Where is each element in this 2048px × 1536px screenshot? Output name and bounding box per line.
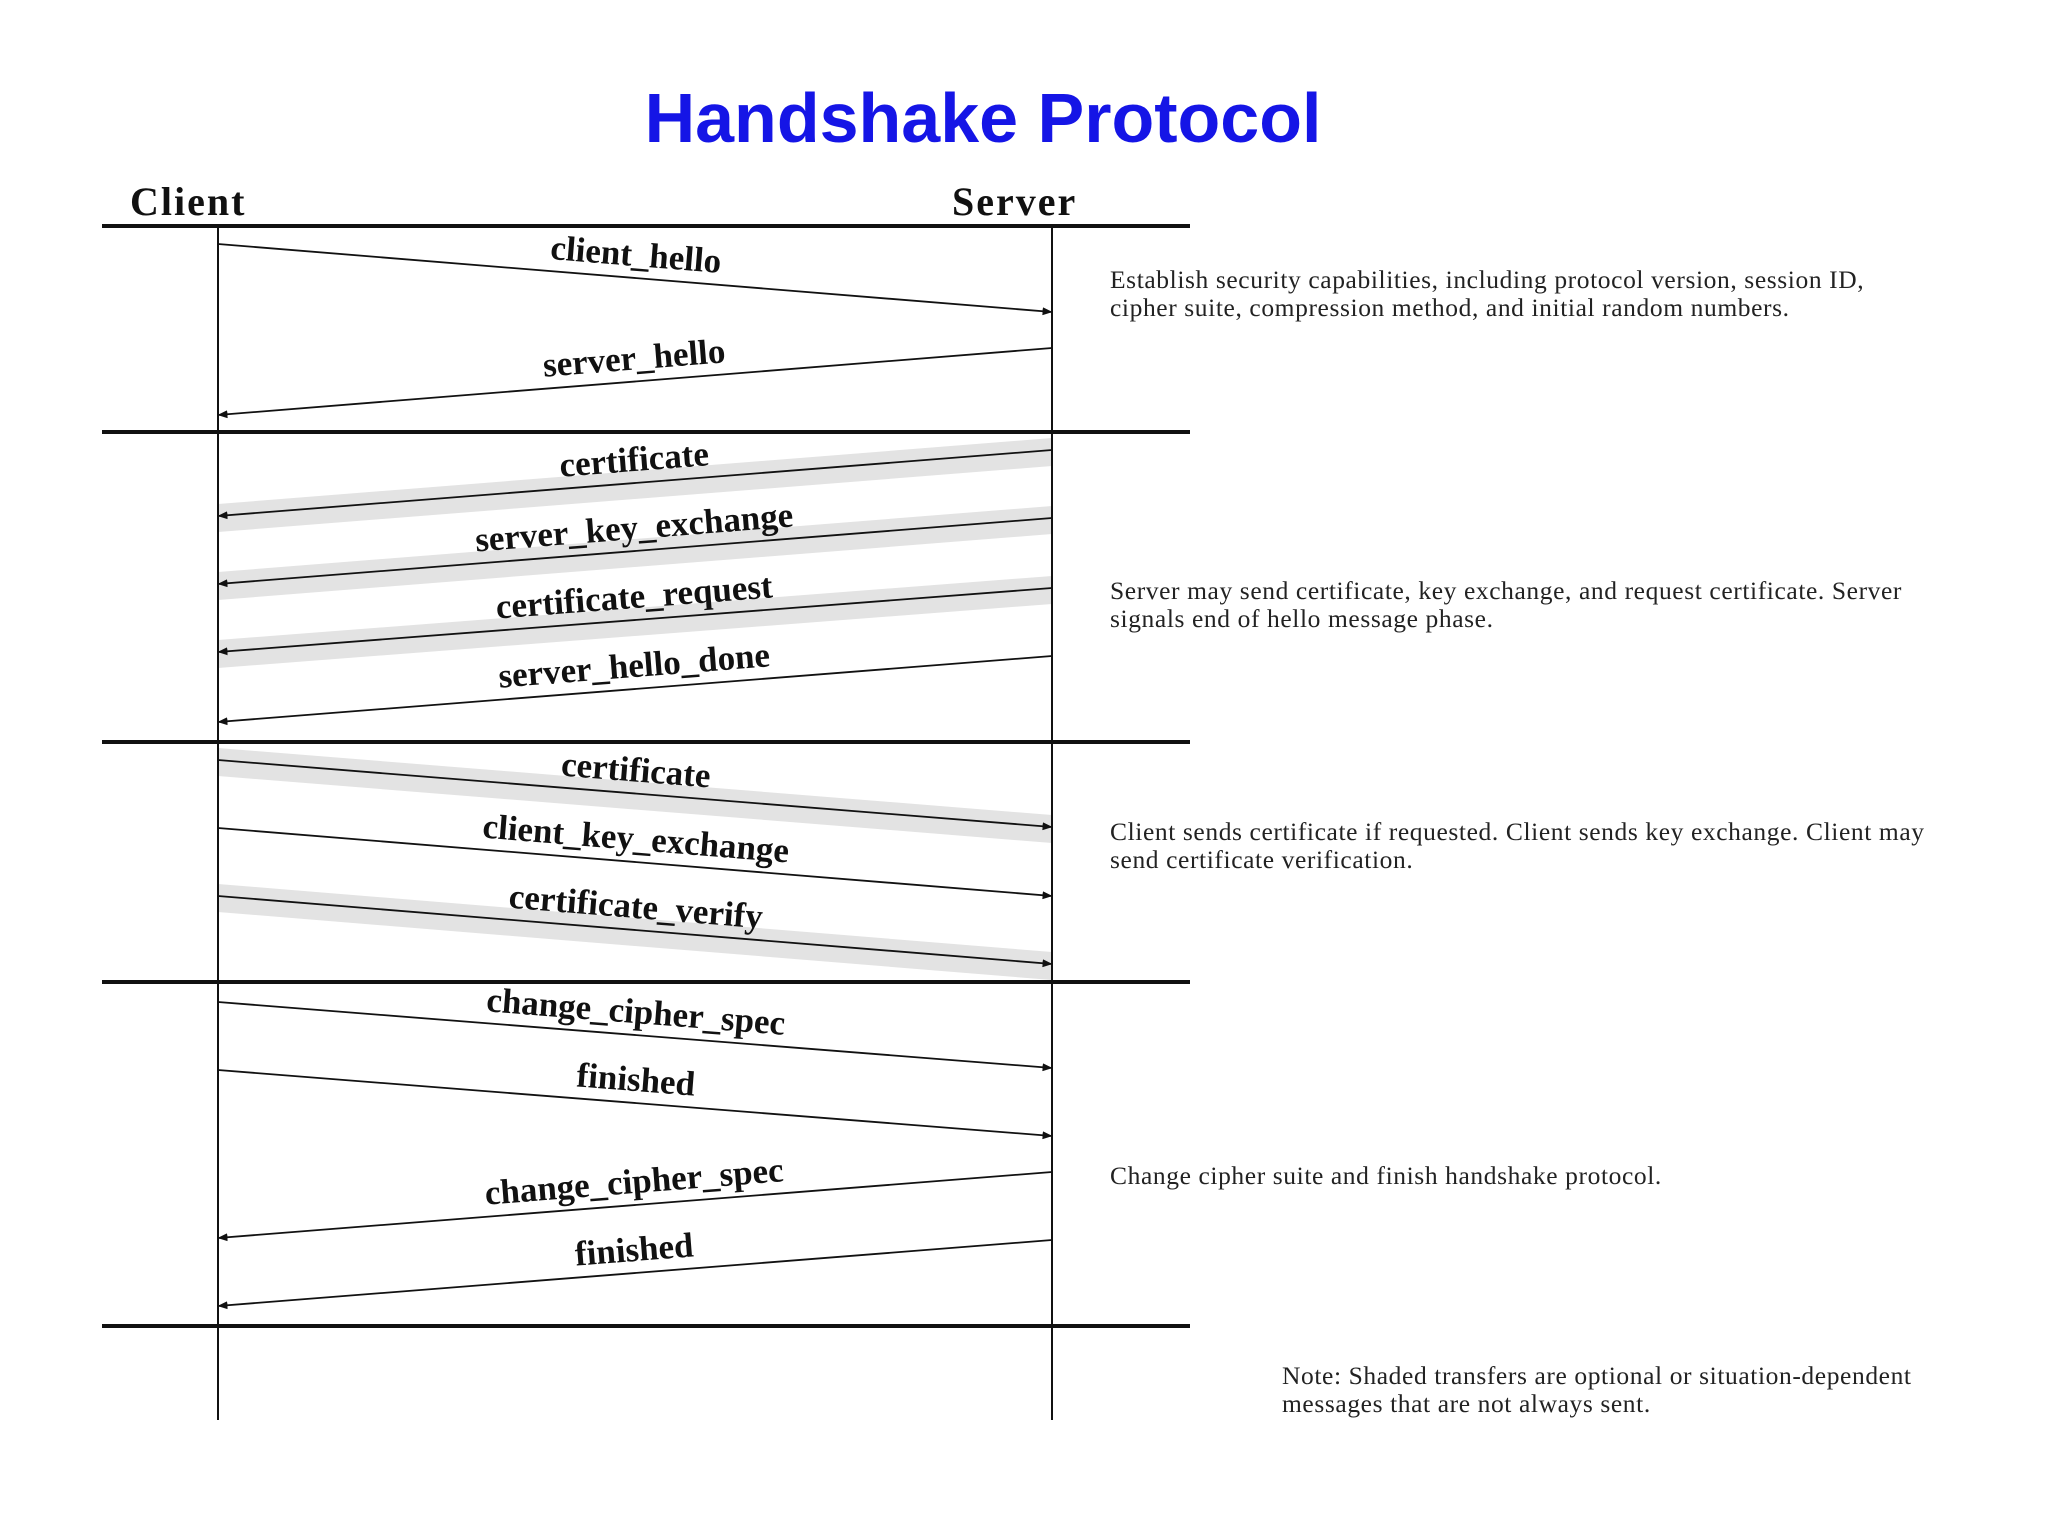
arrow-2-3-certificate-request-shade — [218, 576, 1052, 668]
message-label-finished: finished — [575, 1055, 697, 1103]
message-label-finished: finished — [573, 1225, 695, 1273]
phase-1-description: Establish security capabilities, includi… — [1110, 265, 1865, 322]
phase-2-description: Server may send certificate, key exchang… — [1110, 576, 1903, 633]
client-label: Client — [130, 179, 246, 224]
arrow-3-1-certificate-shade — [218, 748, 1052, 843]
message-label-change-cipher-spec: change_cipher_spec — [485, 980, 787, 1042]
page-title: Handshake Protocol — [644, 79, 1322, 157]
arrow-2-1-certificate — [217, 449, 1053, 520]
arrow-1-2-server-hello — [217, 347, 1053, 419]
shading-note: Note: Shaded transfers are optional or s… — [1282, 1361, 1912, 1418]
phase-3-description: Client sends certificate if requested. C… — [1110, 817, 1925, 874]
arrow-2-3-certificate-request — [217, 587, 1053, 656]
arrow-3-3-certificate-verify — [217, 895, 1053, 968]
arrow-4-3-change-cipher-spec — [217, 1171, 1053, 1242]
arrow-1-1-client-hello — [217, 243, 1053, 316]
arrow-3-3-certificate-verify-shade — [218, 884, 1052, 980]
message-label-change-cipher-spec: change_cipher_spec — [483, 1150, 785, 1212]
phase-4-description: Change cipher suite and finish handshake… — [1110, 1161, 1662, 1190]
arrow-3-1-certificate — [217, 759, 1053, 831]
arrow-2-2-server-key-exchange — [217, 517, 1053, 588]
arrow-4-1-change-cipher-spec — [217, 1001, 1053, 1072]
arrow-2-2-server-key-exchange-shade — [218, 506, 1052, 600]
arrow-4-4-finished — [217, 1239, 1053, 1310]
arrow-2-1-certificate-shade — [218, 438, 1052, 532]
message-label-server-hello-done: server_hello_done — [497, 635, 771, 695]
arrow-2-4-server-hello-done — [217, 655, 1053, 726]
arrow-3-2-client-key-exchange — [217, 827, 1053, 900]
arrow-4-2-finished — [217, 1069, 1053, 1140]
server-label: Server — [952, 179, 1077, 224]
